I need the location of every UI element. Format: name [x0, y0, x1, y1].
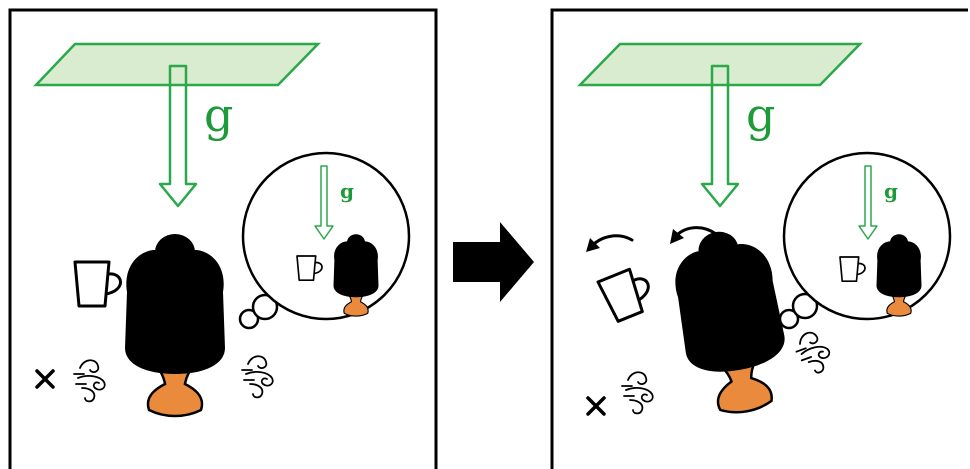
wind-puff-icon [790, 327, 836, 379]
head-icon [123, 232, 227, 418]
thought-dot-small [778, 308, 800, 330]
head-icon [664, 222, 798, 422]
gravity-label: g [746, 88, 775, 142]
gravity-arrow [700, 64, 740, 208]
thought-bubble [782, 151, 952, 321]
rotate-arrow-head [586, 238, 600, 252]
right-arrow-icon [453, 222, 534, 302]
wind-puff-icon [621, 371, 654, 415]
thought-dot-large [251, 293, 279, 321]
panel-left-frame [8, 8, 438, 469]
wind-puff-icon [241, 355, 274, 399]
mug-icon [73, 260, 123, 308]
panel-right: g g [550, 8, 968, 469]
mug-icon [596, 263, 659, 325]
thought-dot-small [238, 308, 260, 330]
panel-left: g g [8, 8, 438, 469]
gravity-arrow [158, 64, 198, 208]
wind-puff-icon [73, 359, 106, 403]
bubble-gravity-label: g [340, 179, 354, 203]
gravity-plate [577, 42, 863, 87]
gravity-plate [33, 42, 321, 87]
bubble-gravity-label: g [884, 179, 898, 203]
panel-right-frame [550, 8, 968, 469]
rotate-arrow-head [670, 229, 684, 244]
gravity-label: g [204, 88, 233, 142]
thought-dot-large [791, 292, 819, 320]
cross-icon [35, 369, 55, 389]
cross-icon [586, 396, 606, 416]
